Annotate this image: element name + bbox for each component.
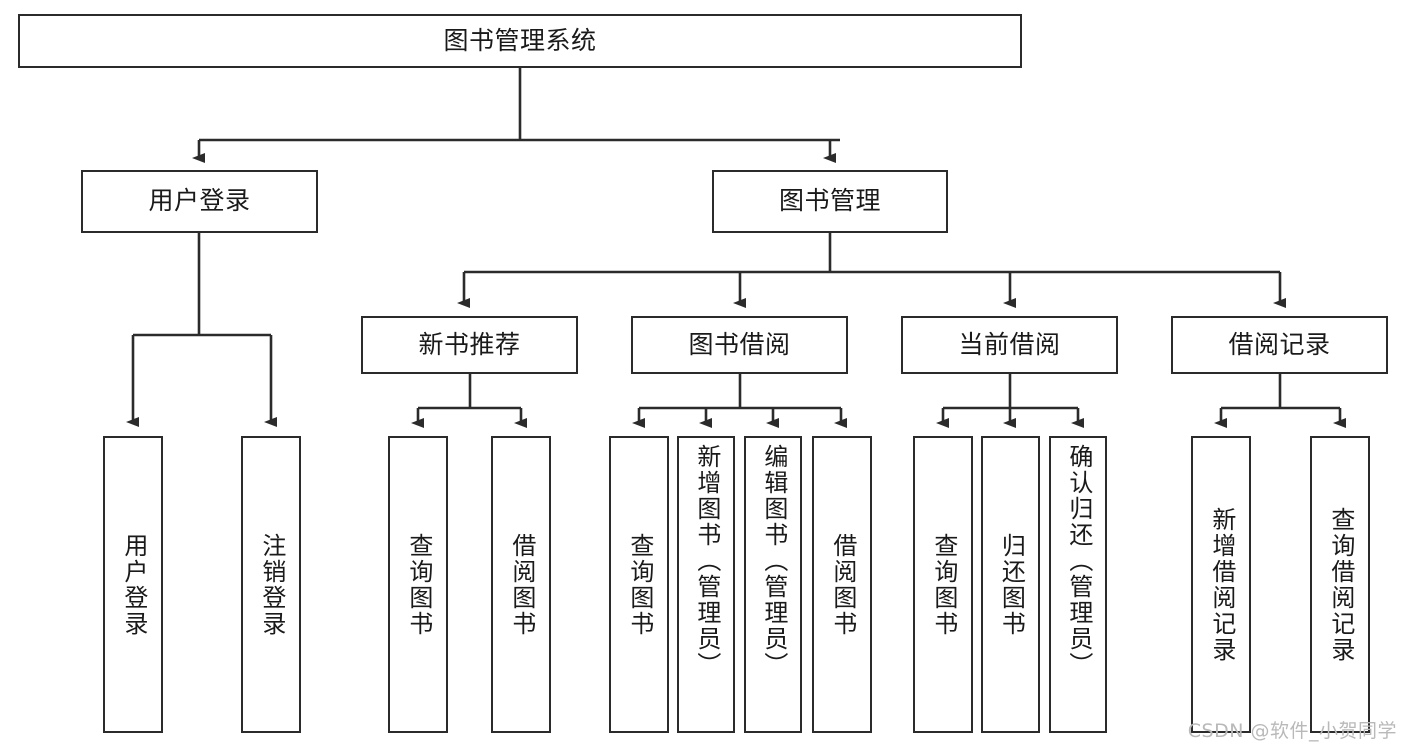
watermark-text: CSDN @软件_小贺同学 [1187, 720, 1397, 742]
node-label: 借阅记录 [1228, 329, 1331, 359]
leaf-query-book-current[interactable]: 查询图书 [913, 436, 973, 733]
node-label: 图书管理系统 [443, 25, 597, 55]
leaf-query-book-new[interactable]: 查询图书 [388, 436, 448, 733]
node-borrow-record[interactable]: 借阅记录 [1171, 316, 1388, 374]
node-label: 图书管理 [778, 186, 881, 216]
node-current-borrow[interactable]: 当前借阅 [901, 316, 1118, 374]
node-book-management[interactable]: 图书管理 [712, 170, 948, 233]
leaf-return-book[interactable]: 归还图书 [981, 436, 1040, 733]
node-label: 注销登录 [257, 532, 286, 637]
leaf-user-login[interactable]: 用户登录 [103, 436, 163, 733]
node-label: 归还图书 [997, 532, 1026, 637]
node-label: 查询图书 [404, 532, 433, 637]
node-new-book-recommend[interactable]: 新书推荐 [361, 316, 578, 374]
leaf-borrow-book-new[interactable]: 借阅图书 [491, 436, 551, 733]
leaf-add-borrow-record[interactable]: 新增借阅记录 [1191, 436, 1251, 733]
leaf-borrow-book[interactable]: 借阅图书 [812, 436, 872, 733]
leaf-confirm-return-admin[interactable]: 确认归还（管理员） [1049, 436, 1107, 733]
node-label: 新书推荐 [418, 329, 521, 359]
node-label: 当前借阅 [958, 329, 1061, 359]
node-label: 查询图书 [625, 532, 654, 637]
leaf-edit-book-admin[interactable]: 编辑图书（管理员） [744, 436, 802, 733]
node-root-system[interactable]: 图书管理系统 [18, 14, 1022, 68]
node-label: 查询借阅记录 [1326, 506, 1355, 663]
node-label: 借阅图书 [828, 532, 857, 637]
node-label: 借阅图书 [507, 532, 536, 637]
node-label: 查询图书 [929, 532, 958, 637]
node-label: 图书借阅 [688, 329, 791, 359]
node-book-borrow[interactable]: 图书借阅 [631, 316, 848, 374]
leaf-query-book-borrow[interactable]: 查询图书 [609, 436, 669, 733]
node-label: 用户登录 [119, 532, 148, 637]
node-label: 确认归还（管理员） [1064, 444, 1093, 678]
leaf-add-book-admin[interactable]: 新增图书（管理员） [677, 436, 735, 733]
leaf-query-borrow-record[interactable]: 查询借阅记录 [1310, 436, 1370, 733]
node-label: 编辑图书（管理员） [759, 444, 788, 678]
node-user-login[interactable]: 用户登录 [81, 170, 318, 233]
node-label: 用户登录 [148, 186, 251, 216]
node-label: 新增图书（管理员） [692, 444, 721, 678]
leaf-user-logout[interactable]: 注销登录 [241, 436, 301, 733]
node-label: 新增借阅记录 [1207, 506, 1236, 663]
